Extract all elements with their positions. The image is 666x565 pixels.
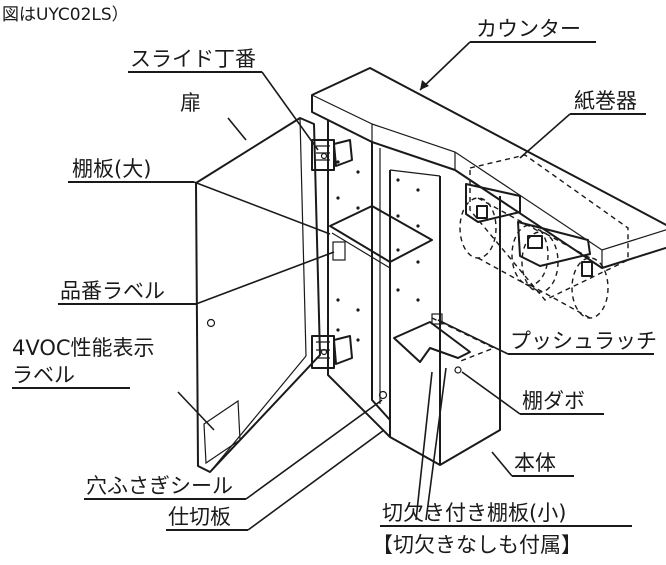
door-panel — [195, 117, 321, 473]
lower-hinge — [311, 335, 353, 369]
label-push-latch: プッシュラッチ — [510, 329, 657, 353]
push-latch-part — [431, 313, 443, 325]
paper-holders — [459, 154, 629, 319]
upper-hinge — [311, 139, 353, 171]
label-shelf-large: 棚板(大) — [72, 157, 151, 181]
label-voc-line1: 4VOC性能表示 — [12, 336, 155, 360]
label-body: 本体 — [514, 451, 556, 475]
label-shelf-small-line2: 【切欠きなしも付属】 — [372, 533, 582, 557]
label-counter: カウンター — [476, 17, 581, 41]
product-label-sticker — [332, 241, 346, 261]
hole-seal-part — [378, 390, 388, 400]
shelf-dowel-part — [454, 366, 462, 374]
caption-text: 図はUYC02LS） — [2, 5, 129, 25]
label-hole-seal: 穴ふさぎシール — [86, 474, 233, 498]
label-voc-line2: ラベル — [12, 363, 75, 387]
label-shelf-small-line1: 切欠き付き棚板(小) — [382, 501, 566, 525]
voc-label-sticker — [203, 399, 241, 465]
label-shelf-dowel: 棚ダボ — [522, 389, 585, 413]
leader-lines — [12, 41, 654, 531]
shelf-holes — [336, 160, 420, 342]
label-door: 扉 — [180, 91, 201, 115]
small-notched-shelf — [393, 321, 471, 363]
text-labels: 図はUYC02LS） カウンター スライド丁番 扉 紙巻器 棚板(大) 品番ラベ… — [2, 5, 657, 557]
large-shelf — [329, 205, 433, 263]
cabinet-body — [327, 120, 501, 466]
cabinet-illustration — [195, 67, 666, 473]
counter-top — [311, 67, 666, 269]
label-product-label: 品番ラベル — [60, 279, 165, 303]
door-knob-dot — [206, 318, 216, 328]
label-paper-holder: 紙巻器 — [574, 89, 637, 113]
label-partition: 仕切板 — [168, 505, 231, 529]
label-slide-hinge: スライド丁番 — [130, 47, 256, 71]
